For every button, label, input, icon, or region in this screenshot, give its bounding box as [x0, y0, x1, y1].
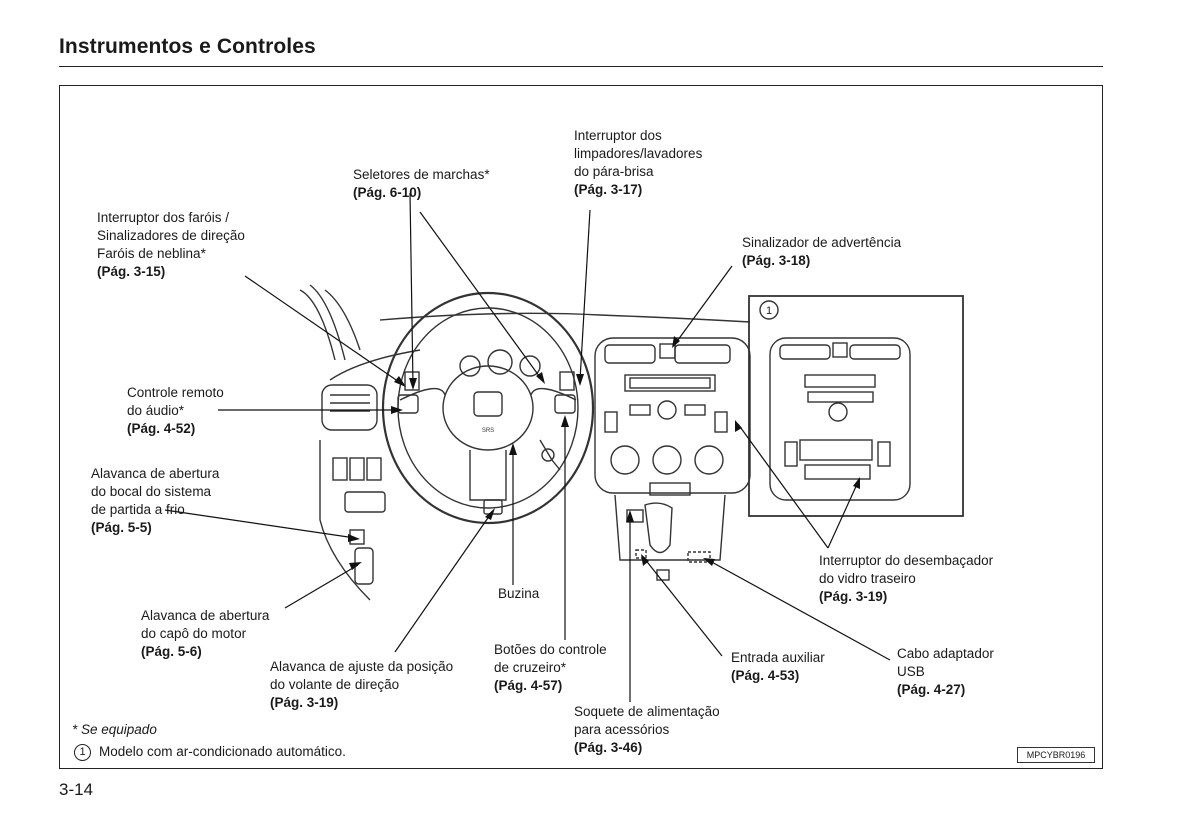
note-equipped: * Se equipado: [72, 722, 157, 737]
label-tilt-lever: Alavanca de ajuste da posição do volante…: [270, 659, 454, 710]
label-accessory-socket: Soquete de alimentação para acessórios (…: [574, 704, 720, 755]
page-title: Instrumentos e Controles: [59, 35, 316, 58]
label-gear-selectors: Seletores de marchas* (Pág. 6-10): [353, 167, 490, 200]
label-horn: Buzina: [498, 586, 540, 601]
label-headlights: Interruptor dos faróis / Sinalizadores d…: [97, 210, 245, 279]
note-model-text: Modelo com ar-condicionado automático.: [99, 744, 346, 760]
label-hazard: Sinalizador de advertência (Pág. 3-18): [742, 235, 902, 268]
title-divider: [59, 66, 1103, 67]
page-number: 3-14: [59, 780, 94, 799]
note-model: 1 Modelo com ar-condicionado automático.: [74, 744, 346, 761]
label-cruise: Botões do controle de cruzeiro* (Pág. 4-…: [494, 642, 607, 693]
inset-marker: 1: [766, 305, 772, 317]
label-aux-input: Entrada auxiliar (Pág. 4-53): [731, 650, 825, 683]
svg-text:SRS: SRS: [482, 428, 494, 434]
figure-code: MPCYBR0196: [1017, 747, 1095, 763]
label-hood-lever: Alavanca de abertura do capô do motor (P…: [141, 608, 270, 659]
model-marker: 1: [74, 744, 91, 761]
label-usb: Cabo adaptador USB (Pág. 4-27): [897, 646, 994, 697]
label-rear-defroster: Interruptor do desembaçador do vidro tra…: [819, 553, 994, 604]
label-wipers: Interruptor dos limpadores/lavadores do …: [574, 128, 703, 197]
figure-frame: [59, 85, 1103, 769]
label-fuel-lever: Alavanca de abertura do bocal do sistema…: [91, 466, 220, 535]
label-audio-remote: Controle remoto do áudio* (Pág. 4-52): [127, 385, 224, 436]
